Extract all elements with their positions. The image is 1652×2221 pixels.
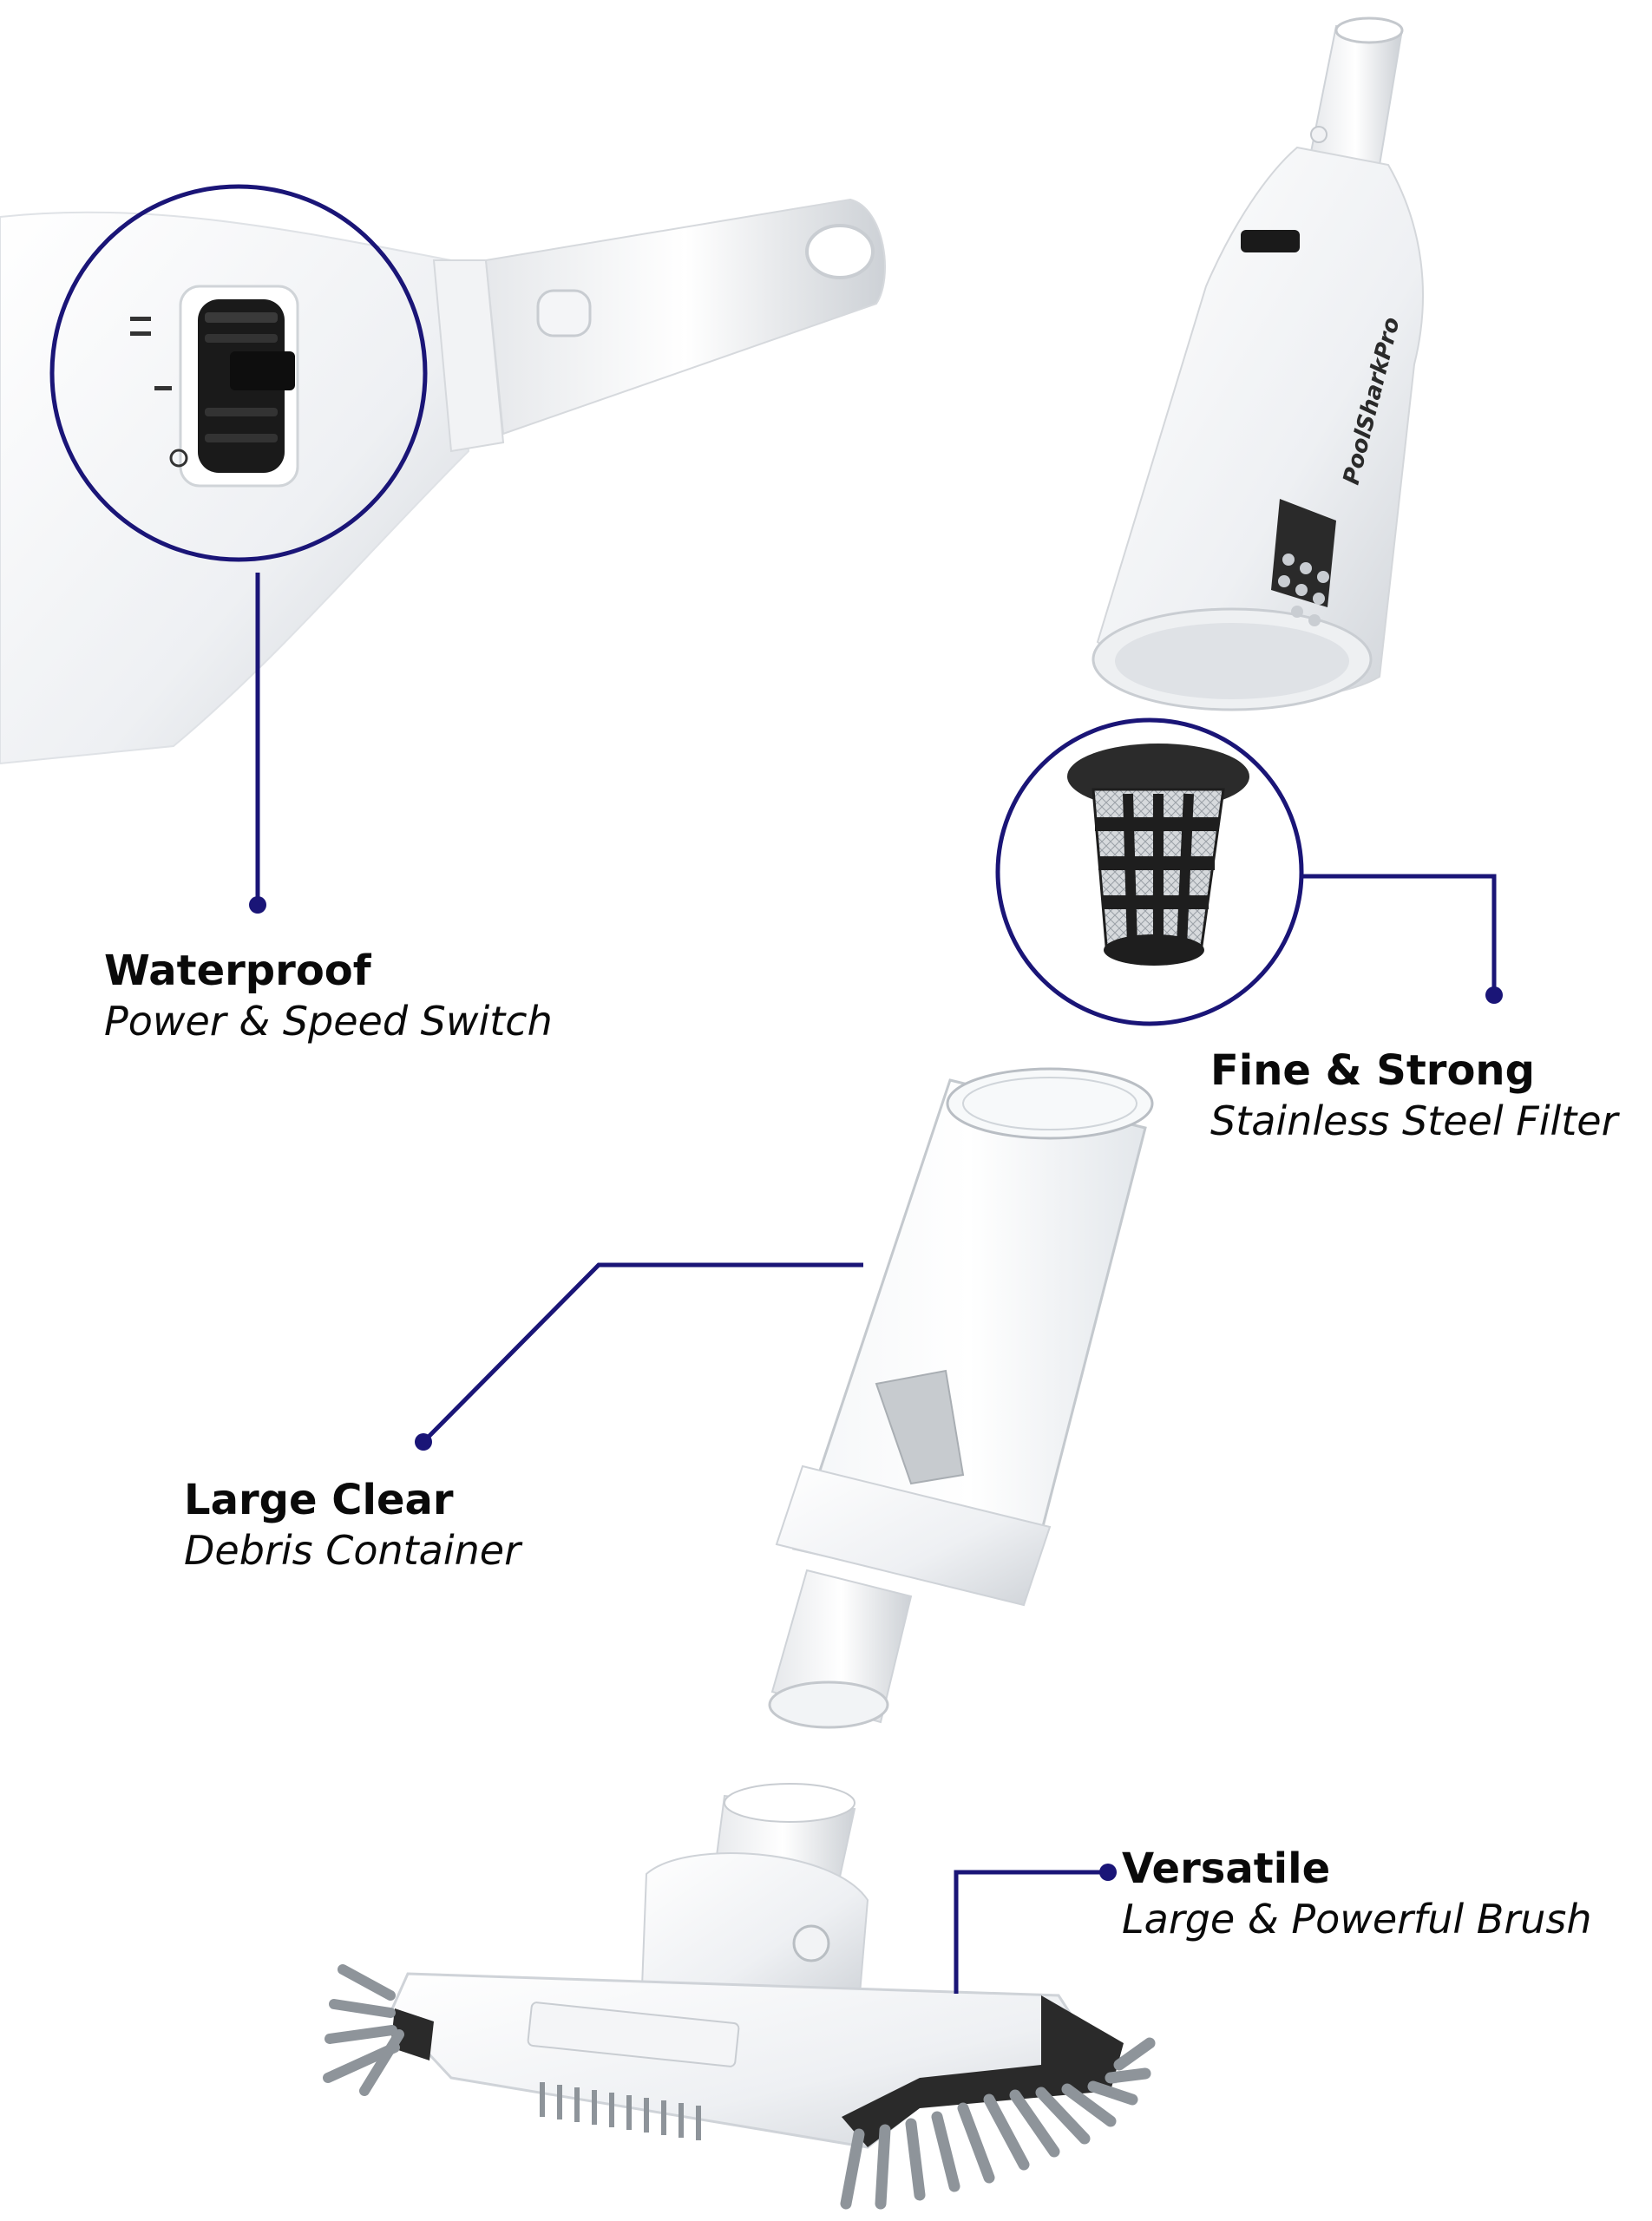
callout-container: Large Clear Debris Container [184,1475,521,1576]
handle-closeup [0,184,886,914]
callout-switch-subtitle: Power & Speed Switch [104,998,553,1045]
callout-container-subtitle: Debris Container [184,1527,521,1574]
callout-filter: Fine & Strong Stainless Steel Filter [1210,1045,1618,1146]
callout-filter-title: Fine & Strong [1210,1046,1535,1095]
vacuum-unit: PoolSharkPro [995,16,1503,1026]
callout-brush: Versatile Large & Powerful Brush [1122,1844,1592,1944]
pool-brush-icon [323,1783,1156,2210]
power-speed-switch-icon [130,285,299,488]
stainless-filter-icon [995,717,1304,1026]
debris-container-icon [768,1067,1154,1729]
callout-brush-subtitle: Large & Powerful Brush [1122,1896,1592,1943]
callout-container-title: Large Clear [184,1476,454,1524]
callout-filter-subtitle: Stainless Steel Filter [1210,1097,1618,1144]
callout-brush-title: Versatile [1122,1844,1331,1893]
callout-switch-title: Waterproof [104,947,371,995]
callout-switch: Waterproof Power & Speed Switch [104,946,553,1046]
